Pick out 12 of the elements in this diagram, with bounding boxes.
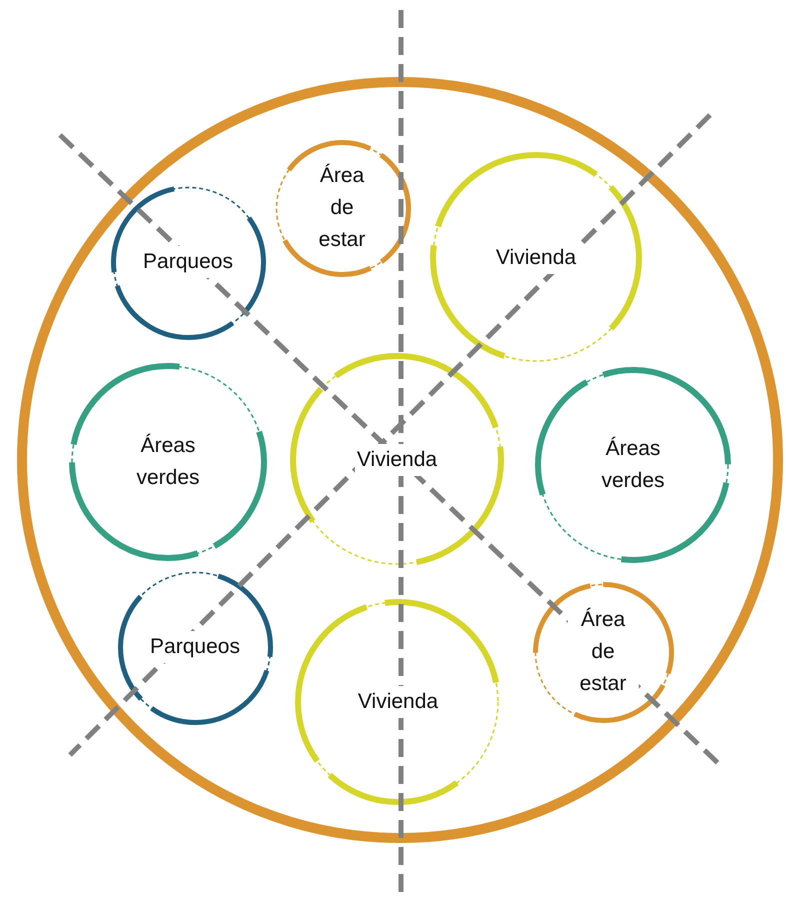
zone-circle [295,599,501,805]
zone-label: Vivienda [356,686,440,718]
site-boundary-circle [17,77,783,843]
zone-circle [290,353,504,567]
zone-circle [535,367,731,563]
zone-circle [69,363,267,561]
zone-circle [532,582,674,722]
zone-circle [274,140,410,276]
zone-label: Vivienda [354,444,440,476]
zone-circle [110,184,266,340]
zone-circle [430,152,642,364]
zone-circle [118,570,272,724]
